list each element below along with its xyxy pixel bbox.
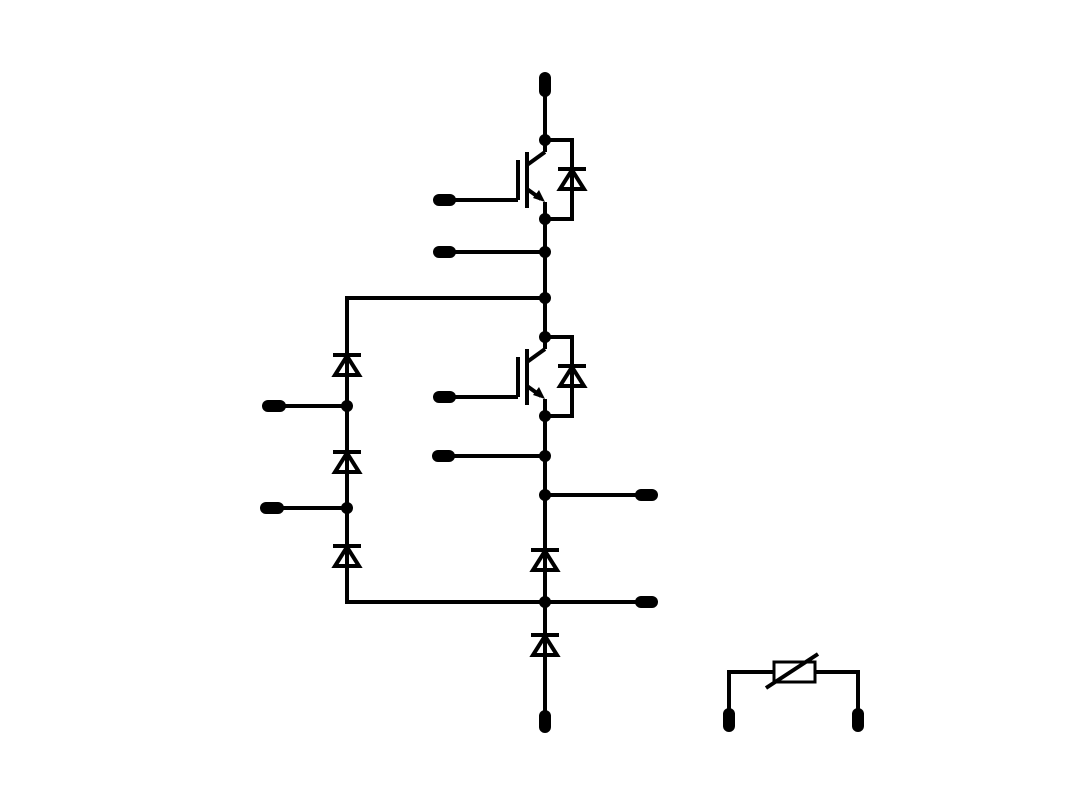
node-bottom-emitter — [539, 410, 551, 422]
rectifier-diode-left-3 — [331, 543, 363, 568]
node-ac-input-2 — [341, 502, 353, 514]
node-emitter-sense-top — [539, 246, 551, 258]
rectifier-diode-right-lower — [529, 632, 561, 657]
node-bottom-collector — [539, 331, 551, 343]
rectifier-diode-right-upper — [529, 547, 561, 572]
ntc-thermistor — [727, 652, 860, 714]
freewheel-diode-bottom — [545, 335, 588, 418]
node-emitter-sense-bottom — [539, 450, 551, 462]
node-rectifier-bottom — [539, 596, 551, 608]
rectifier-diode-left-1 — [331, 352, 363, 377]
node-rectifier-top — [539, 292, 551, 304]
node-top-emitter — [539, 213, 551, 225]
node-output — [539, 489, 551, 501]
freewheel-diode-top — [545, 138, 588, 221]
rectifier-diode-left-2 — [331, 449, 363, 474]
node-ac-input-1 — [341, 400, 353, 412]
igbt-top — [452, 142, 547, 218]
node-top-collector — [539, 134, 551, 146]
igbt-bottom — [452, 339, 547, 415]
